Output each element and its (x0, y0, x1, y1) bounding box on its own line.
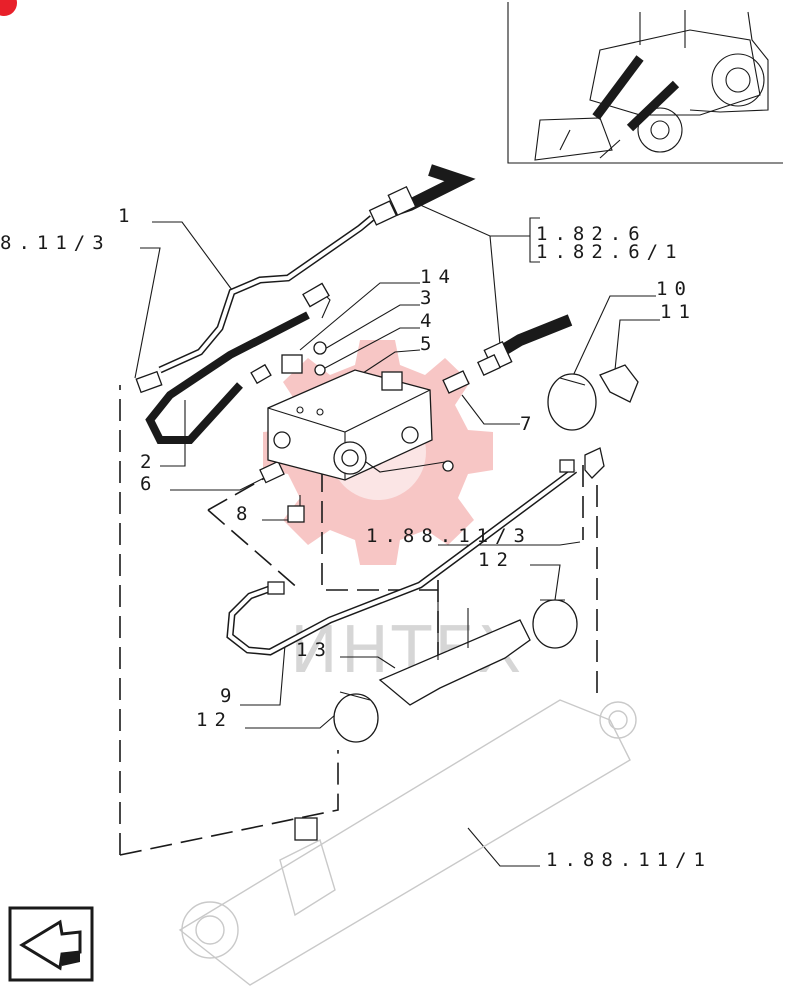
clamps (333, 364, 639, 743)
callout-label: 1.88.11/3 (366, 525, 532, 547)
callout-label: 8 (236, 503, 254, 525)
callout-label: 11 (660, 301, 697, 323)
callout-label: 5 (420, 333, 438, 355)
callout-label: 9 (220, 685, 238, 707)
callout-label: 13 (296, 639, 333, 661)
callout-label: 1.82.6/1 (536, 241, 684, 263)
callout-label: 6 (140, 473, 158, 495)
callout-label: 1 (118, 205, 136, 227)
mounting-bracket (378, 600, 531, 706)
machine-inset (507, 2, 783, 164)
leader-lines (134, 195, 660, 867)
callout-label: 1.82.6 (536, 223, 647, 245)
callout-label: 12 (478, 549, 515, 571)
callout-label: 1.88.11/1 (546, 849, 712, 871)
callout-label: 2 (140, 451, 158, 473)
arrow-navigation-icon[interactable] (8, 906, 94, 982)
valve-block (267, 369, 454, 481)
callout-label: 8.11/3 (0, 232, 111, 254)
callout-labels: 1 8.11/3 1.82.6 1.82.6/1 14 3 4 5 10 11 … (0, 205, 712, 871)
fittings (135, 185, 605, 595)
rigid-pipes (158, 215, 578, 656)
callout-label: 4 (420, 310, 438, 332)
callout-label: 10 (656, 278, 693, 300)
callout-label: 14 (420, 266, 457, 288)
callout-label: 12 (196, 709, 233, 731)
hydraulic-cylinder (178, 699, 637, 986)
callout-label: 3 (420, 287, 438, 309)
callout-label: 7 (520, 413, 538, 435)
logo-badge-icon (0, 0, 17, 16)
